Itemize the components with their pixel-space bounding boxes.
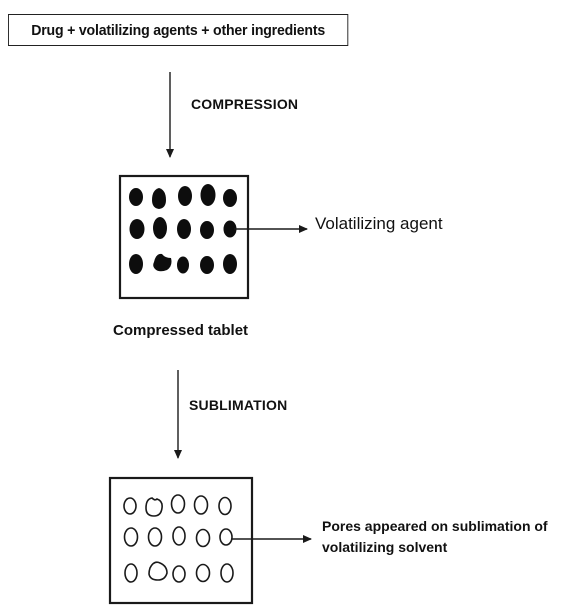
pore [172,526,186,546]
pore [220,563,234,583]
pore [219,528,233,546]
sublimation-label: SUBLIMATION [189,397,288,413]
pores-label-line1: Pores appeared on sublimation of [322,518,548,534]
pore [145,497,163,517]
agent-particle [177,256,189,274]
agent-particle [223,220,237,238]
start-ingredients-box: Drug + volatilizing agents + other ingre… [8,14,349,46]
pore [124,563,138,583]
pores-label: Pores appeared on sublimation of volatil… [322,516,548,558]
agent-particle [129,219,145,239]
porous-tablet-box [108,476,254,605]
pore [172,565,186,583]
agent-particle [153,253,172,272]
pore [195,528,211,548]
start-ingredients-label: Drug + volatilizing agents + other ingre… [31,21,326,39]
pores-label-line2: volatilizing solvent [322,539,448,555]
agent-particle [129,188,143,206]
pore [170,494,186,514]
pore [193,495,209,515]
agent-particle [178,186,192,206]
pore [218,496,232,516]
agent-particle [223,189,237,207]
pore [123,527,139,547]
agent-particle [152,188,166,209]
agent-particle [200,184,216,206]
compressed-tablet-box [118,174,250,300]
agent-particle [200,221,214,239]
pores [123,494,234,583]
compression-label: COMPRESSION [191,96,299,112]
pore [195,563,211,583]
agent-particle [129,254,143,274]
volatilizing-agent-particles [129,184,237,274]
compressed-tablet-caption: Compressed tablet [113,322,249,339]
pore [123,497,137,515]
pore [147,527,163,547]
agent-particle [177,219,191,239]
agent-particle [200,256,214,274]
agent-particle [223,254,237,274]
volatilizing-agent-label: Volatilizing agent [315,214,443,233]
pore [148,561,168,581]
agent-particle [153,217,167,239]
